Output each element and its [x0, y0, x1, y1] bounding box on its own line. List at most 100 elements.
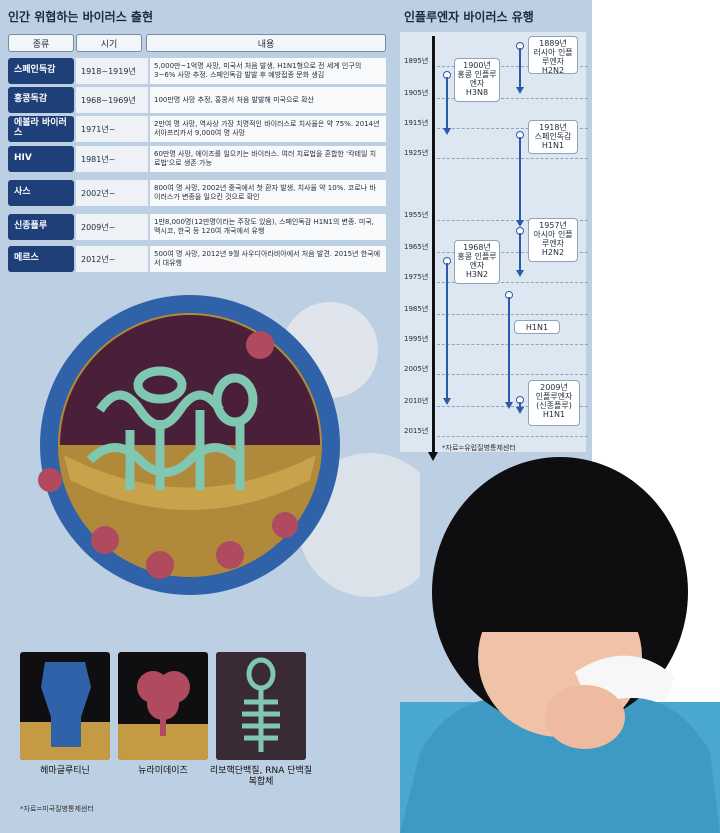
virus-name: 홍콩독감 [8, 87, 74, 113]
virus-desc: 800여 명 사망, 2002년 중국에서 첫 환자 발생, 치사율 약 10%… [150, 180, 386, 206]
virus-period: 1968~1969년 [76, 87, 148, 113]
year-tick: 2015년 [404, 427, 429, 435]
virus-period: 2002년~ [76, 180, 148, 206]
virus-period: 1918~1919년 [76, 58, 148, 84]
grid-line [432, 66, 588, 67]
virus-row-hiv: HIV 1981년~ 60만명 사망, 에이즈를 일으키는 바이러스. 여러 치… [8, 146, 386, 172]
virus-name: 신종플루 [8, 214, 74, 240]
virus-desc: 500여 명 사망, 2012년 9월 사우디아라비아에서 처음 발견. 201… [150, 246, 386, 272]
virus-name: 에볼라 바이러스 [8, 116, 74, 142]
pandemic-callout: 1918년 스페인독감 H1N1 [528, 120, 578, 154]
grid-line [432, 220, 588, 221]
year-tick: 2005년 [404, 365, 429, 373]
year-tick: 2010년 [404, 397, 429, 405]
header-period: 시기 [76, 34, 142, 52]
rnp-complex-label: 리보핵단백질, RNA 단백질 복합체 [209, 766, 313, 787]
sneezing-child-photo [400, 457, 720, 833]
pandemic-strain: H2N2 [541, 66, 565, 75]
year-tick: 1955년 [404, 211, 429, 219]
duration-line [446, 77, 448, 129]
grid-line [432, 252, 588, 253]
arrow-down-icon [516, 270, 524, 277]
grid-line [432, 128, 588, 129]
virus-desc: 100만명 사망 추정, 홍콩서 처음 발발해 미국으로 확산 [150, 87, 386, 113]
grid-line [432, 158, 588, 159]
pandemic-strain: H3N2 [465, 270, 489, 279]
grid-line [432, 314, 588, 315]
timeline-source: *자료=유럽질병통제센터 [442, 444, 516, 452]
pandemic-name: 홍콩 인플루엔자 [457, 252, 497, 270]
header-type: 종류 [8, 34, 74, 52]
pandemic-name: 스페인독감 [534, 132, 572, 141]
pandemic-name: 인플루엔자 (신종플루) [535, 392, 573, 410]
pandemic-year: 1889년 [539, 39, 567, 48]
pandemic-name: 아시아 인플루엔자 [533, 230, 573, 248]
pandemic-strain: H2N2 [541, 248, 565, 257]
virus-row-ebola: 에볼라 바이러스 1971년~ 2만여 명 사망, 역사상 가장 치명적인 바이… [8, 116, 386, 142]
duration-line [508, 297, 510, 403]
virus-row-sars: 사스 2002년~ 800여 명 사망, 2002년 중국에서 첫 환자 발생,… [8, 180, 386, 206]
virus-name: 스페인독감 [8, 58, 74, 84]
pandemic-callout: 1900년 홍콩 인플루엔자 H3N8 [454, 58, 500, 102]
duration-line [519, 233, 521, 271]
duration-line [519, 48, 521, 88]
pandemic-strain: H1N1 [542, 410, 566, 419]
rnp-complex-icon [216, 652, 306, 760]
pandemic-callout: H1N1 [514, 320, 560, 334]
virus-desc: 1만8,000명(12만명이라는 주장도 있음), 스페인독감 H1N1의 변종… [150, 214, 386, 240]
virus-desc: 5,000만~1억명 사망, 미국서 처음 발생, H1N1형으로 전 세계 인… [150, 58, 386, 84]
neuraminidase-image [118, 652, 208, 760]
pandemic-callout: 1968년 홍콩 인플루엔자 H3N2 [454, 240, 500, 284]
year-tick: 1985년 [404, 305, 429, 313]
duration-line [519, 402, 521, 408]
grid-line [432, 436, 588, 437]
grid-line [432, 282, 588, 283]
pandemic-year: 2009년 [540, 383, 568, 392]
year-tick: 1905년 [404, 89, 429, 97]
pandemic-name: 러시아 인플루엔자 [533, 48, 573, 66]
pandemic-year: 1918년 [539, 123, 567, 132]
child-bangs [470, 572, 650, 632]
grid-line [432, 98, 588, 99]
pandemic-name: 홍콩 인플루엔자 [457, 70, 497, 88]
virus-row-spanish-flu: 스페인독감 1918~1919년 5,000만~1억명 사망, 미국서 처음 발… [8, 58, 386, 84]
year-tick: 1975년 [404, 273, 429, 281]
arrow-down-icon [516, 87, 524, 94]
rnp-coils [86, 366, 258, 490]
year-tick: 1965년 [404, 243, 429, 251]
virus-name: 사스 [8, 180, 74, 206]
year-tick: 1895년 [404, 57, 429, 65]
arrow-down-icon [443, 398, 451, 405]
arrow-down-icon [516, 220, 524, 227]
virus-row-swine-flu: 신종플루 2009년~ 1만8,000명(12만명이라는 주장도 있음), 스페… [8, 214, 386, 240]
pandemic-callout: 2009년 인플루엔자 (신종플루) H1N1 [528, 380, 580, 426]
pandemic-year: 1957년 [539, 221, 567, 230]
virus-period: 2009년~ [76, 214, 148, 240]
rnp-complex-image [216, 652, 306, 760]
neuraminidase-spikes [38, 331, 298, 579]
neuraminidase-label: 뉴라미데이즈 [138, 766, 188, 776]
pandemic-year: 1900년 [463, 61, 491, 70]
virus-name: 메르스 [8, 246, 74, 272]
pandemic-year: 1968년 [463, 243, 491, 252]
duration-line [446, 263, 448, 399]
axis-arrow-icon [428, 452, 438, 461]
year-tick: 1995년 [404, 335, 429, 343]
virus-row-hongkong-flu: 홍콩독감 1968~1969년 100만명 사망 추정, 홍콩서 처음 발발해 … [8, 87, 386, 113]
hemagglutinin-label: 헤마글루티닌 [40, 766, 90, 776]
pandemic-callout: 1957년 아시아 인플루엔자 H2N2 [528, 218, 578, 262]
virus-desc: 2만여 명 사망, 역사상 가장 치명적인 바이러스로 치사율은 약 75%. … [150, 116, 386, 142]
virus-period: 1971년~ [76, 116, 148, 142]
pandemic-callout: 1889년 러시아 인플루엔자 H2N2 [528, 36, 578, 75]
neuraminidase-icon [118, 671, 208, 760]
grid-line [432, 344, 588, 345]
year-tick: 1925년 [404, 149, 429, 157]
arrow-down-icon [443, 128, 451, 135]
virus-row-mers: 메르스 2012년~ 500여 명 사망, 2012년 9월 사우디아라비아에서… [8, 246, 386, 272]
influenza-virus-illustration [38, 295, 420, 597]
timeline-axis [432, 36, 435, 456]
virus-period: 1981년~ [76, 146, 148, 172]
virus-desc: 60만명 사망, 에이즈를 일으키는 바이러스. 여러 치료법을 혼합한 '칵테… [150, 146, 386, 172]
duration-line [519, 137, 521, 221]
pandemic-strain: H1N1 [541, 141, 565, 150]
